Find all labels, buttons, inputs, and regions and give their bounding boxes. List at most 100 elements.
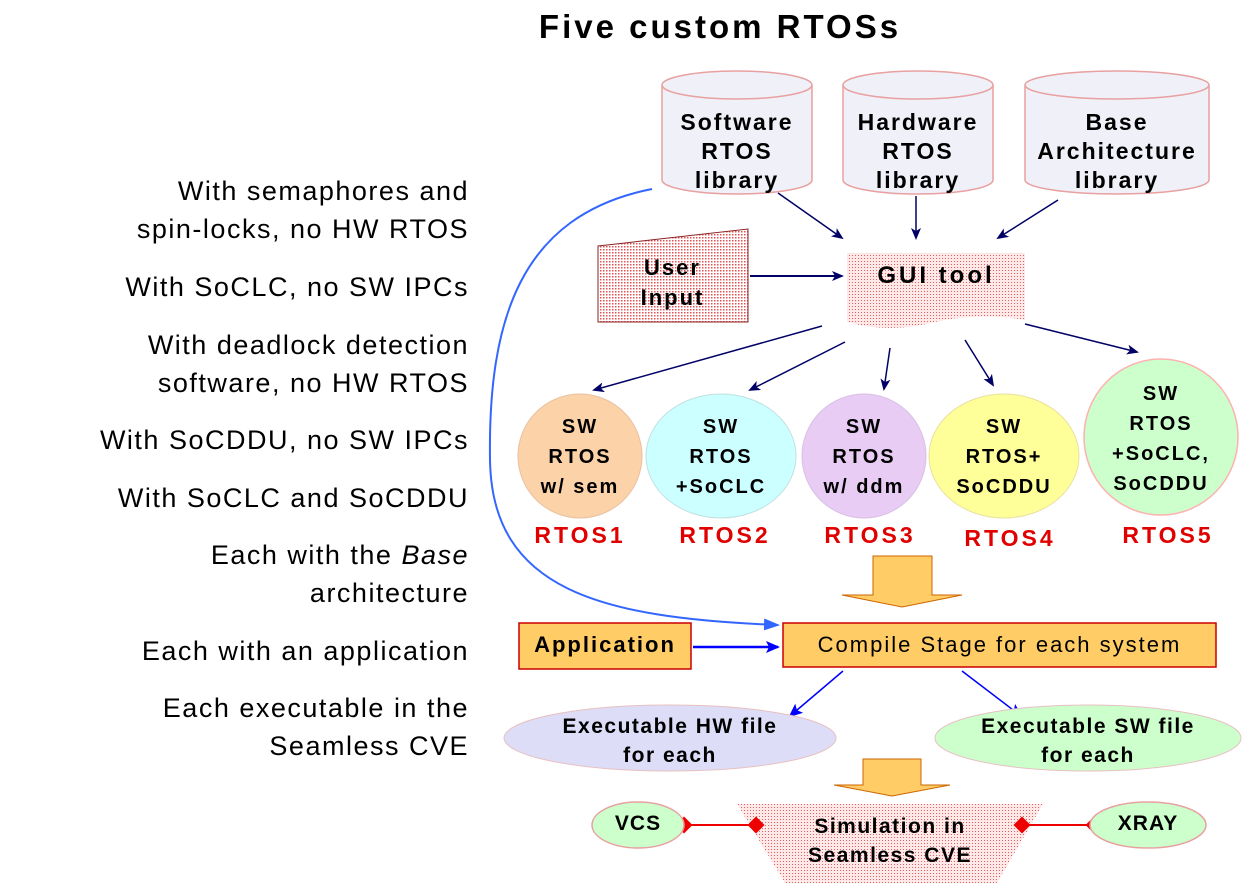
note-line: Each with an application (141, 636, 469, 666)
rtos4-circle (928, 393, 1080, 519)
connector-diamond (747, 816, 765, 834)
simulation-label: Simulation in Seamless CVE (770, 812, 1010, 870)
note-line: software, no HW RTOS (157, 368, 469, 398)
vcs-ellipse (591, 801, 685, 849)
arrow-gui-to-rtos4 (964, 339, 995, 387)
label-line: Executable HW file (562, 715, 778, 738)
application-label: Application (534, 632, 676, 657)
user-input-label: User Input (610, 253, 735, 313)
label-line: RTOS (548, 446, 612, 468)
label-line: +SoCLC (675, 476, 767, 498)
label-line: library (1074, 167, 1160, 193)
rtos1-content: SW RTOS w/ sem (530, 412, 630, 502)
label-line: RTOS (832, 446, 896, 468)
label-line: for each (623, 744, 717, 767)
note-line: With SoCDDU, no SW IPCs (99, 425, 469, 455)
rtos2-content: SW RTOS +SoCLC (661, 412, 781, 502)
executable-sw-label: Executable SW file for each (958, 712, 1218, 770)
label-line: Input (640, 285, 705, 310)
hardware-rtos-library-cylinder (842, 70, 994, 195)
base-architecture-library-cylinder (1024, 70, 1210, 195)
down-arrow-to-simulation (833, 758, 951, 797)
arrow-compile-to-sw (961, 670, 1023, 718)
rtos4-content: SW RTOS+ SoCDDU (944, 412, 1064, 502)
label-line: SW (985, 416, 1023, 438)
label-line: SW (845, 416, 883, 438)
application-box (518, 622, 692, 670)
base-architecture-library-label: Base Architecture library (1025, 108, 1209, 195)
label-line: for each (1041, 744, 1135, 767)
label-line: RTOS (882, 138, 954, 164)
note-application: Each with an application (142, 632, 469, 670)
note-line: With SoCLC and SoCDDU (117, 483, 469, 513)
rtos5-circle (1083, 358, 1239, 516)
note-line: With SoCLC, no SW IPCs (125, 272, 469, 302)
rtos3-label: RTOS3 (824, 522, 916, 548)
label-line: +SoCLC, (1112, 443, 1210, 465)
note-socddu: With SoCDDU, no SW IPCs (100, 421, 469, 459)
executable-hw-label: Executable HW file for each (540, 712, 800, 770)
note-executable: Each executable in the Seamless CVE (163, 689, 469, 765)
gui-tool-shape (847, 253, 1025, 328)
curve-software-library-to-compile (488, 188, 780, 631)
note-emphasis: Base (401, 540, 469, 570)
note-line: With deadlock detection (147, 330, 469, 360)
software-rtos-library-cylinder (661, 70, 813, 195)
rtos2-circle (645, 393, 797, 519)
label-line: User (644, 255, 701, 280)
arrow-base-to-gui (996, 199, 1059, 240)
note-semaphores: With semaphores and spin-locks, no HW RT… (137, 172, 469, 248)
label-line: w/ ddm (823, 476, 905, 498)
note-base-architecture: Each with the Base architecture (211, 536, 469, 612)
note-line: spin-locks, no HW RTOS (136, 214, 469, 244)
label-line: Software (680, 109, 794, 135)
label-line: SW (1142, 383, 1180, 405)
compile-stage-box (782, 622, 1217, 668)
label-line: RTOS (701, 138, 773, 164)
note-line: architecture (309, 578, 469, 608)
label-line: Simulation in (814, 815, 966, 838)
executable-hw-ellipse (503, 704, 837, 772)
label-line: Architecture (1037, 138, 1197, 164)
note-soclc: With SoCLC, no SW IPCs (125, 268, 469, 306)
label-line: RTOS (1129, 413, 1193, 435)
rtos2-label: RTOS2 (679, 522, 771, 548)
rtos4-label: RTOS4 (964, 525, 1056, 551)
label-line: Executable SW file (981, 715, 1195, 738)
connector-diamond (1013, 816, 1031, 834)
rtos3-circle (801, 393, 927, 519)
hardware-rtos-library-label: Hardware RTOS library (843, 108, 993, 195)
label-line: SW (561, 416, 599, 438)
label-line: SoCDDU (956, 476, 1052, 498)
vcs-label: VCS (614, 812, 662, 835)
down-arrow-to-compile (841, 555, 963, 608)
xray-ellipse (1089, 801, 1207, 849)
note-deadlock: With deadlock detection software, no HW … (148, 326, 469, 402)
label-line: library (875, 167, 961, 193)
label-line: Hardware (857, 109, 979, 135)
software-rtos-library-label: Software RTOS library (662, 108, 812, 195)
note-line: Seamless CVE (269, 731, 469, 761)
gui-tool-label: GUI tool (877, 262, 995, 289)
label-line: Seamless CVE (808, 844, 972, 867)
label-line: RTOS+ (965, 446, 1043, 468)
label-line: w/ sem (540, 476, 620, 498)
label-line: SoCDDU (1113, 473, 1209, 495)
label-line: Base (1085, 109, 1149, 135)
xray-label: XRAY (1117, 812, 1179, 835)
label-line: library (694, 167, 780, 193)
rtos3-content: SW RTOS w/ ddm (814, 412, 914, 502)
arrow-software-to-gui (777, 192, 844, 240)
arrow-gui-to-rtos3 (880, 347, 891, 391)
compile-stage-label: Compile Stage for each system (817, 632, 1182, 657)
user-input-shape (597, 228, 749, 323)
note-line: Each with the Base (211, 536, 469, 574)
note-line: Each executable in the (162, 693, 469, 723)
executable-sw-ellipse (934, 704, 1242, 772)
page-title: Five custom RTOSs (538, 8, 902, 45)
rtos5-content: SW RTOS +SoCLC, SoCDDU (1096, 379, 1226, 499)
note-soclc-socddu: With SoCLC and SoCDDU (118, 479, 469, 517)
rtos1-label: RTOS1 (534, 522, 626, 548)
